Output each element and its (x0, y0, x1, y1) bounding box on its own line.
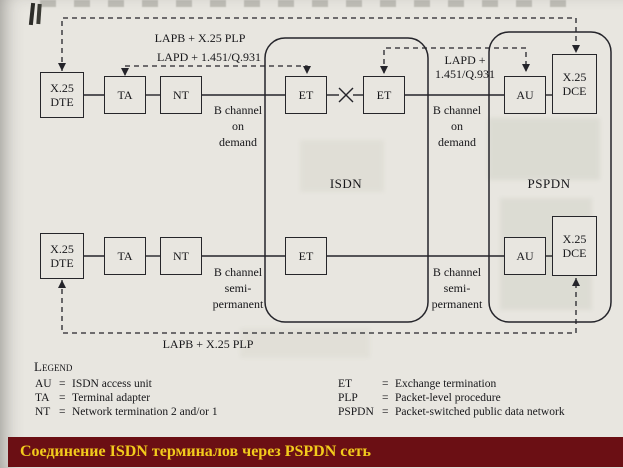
legend-definition: Network termination 2 and/or 1 (72, 406, 218, 418)
box-nt-top: NT (160, 76, 202, 114)
label-b-channel-semi-right: B channel semi- permanent (424, 264, 490, 312)
box-au-top: AU (504, 76, 546, 114)
label-lapd-right: LAPD + 1.451/Q.931 (427, 53, 503, 81)
box-label: DCE (562, 84, 587, 98)
legend-item-pspdn: PSPDN = Packet-switched public data netw… (338, 405, 565, 419)
box-label: AU (516, 87, 534, 102)
b-channel-line: on (232, 119, 244, 133)
label-b-channel-on-demand-right: B channel on demand (424, 102, 490, 150)
box-x25-dce-top: X.25 DCE (552, 54, 597, 114)
b-channel-line: permanent (431, 297, 483, 311)
pspdn-boundary (488, 31, 612, 323)
b-channel-line: semi- (224, 281, 252, 295)
box-ta-top: TA (104, 76, 146, 114)
box-x25-dce-bottom: X.25 DCE (552, 216, 597, 276)
box-label: X.25 (562, 69, 587, 84)
b-channel-line: demand (438, 135, 476, 149)
box-label: X.25 (562, 231, 587, 246)
box-label: DTE (50, 256, 74, 270)
legend-item-nt: NT = Network termination 2 and/or 1 (35, 405, 218, 419)
label-lapd-left: LAPD + 1.451/Q.931 (156, 50, 262, 64)
box-et-top-right: ET (363, 76, 405, 114)
legend-abbr: PLP (338, 392, 358, 404)
legend-equals: = (59, 406, 66, 418)
box-nt-bottom: NT (160, 237, 202, 275)
box-et-bottom: ET (285, 237, 327, 275)
label-lapd-right-line1: LAPD + (444, 53, 486, 67)
legend-definition: Packet-level procedure (395, 392, 501, 404)
legend-abbr: TA (35, 392, 50, 404)
legend-item-au: AU = ISDN access unit (35, 377, 152, 391)
box-au-bottom: AU (504, 237, 546, 275)
legend-item-ta: TA = Terminal adapter (35, 391, 150, 405)
box-label: TA (117, 87, 133, 102)
legend-equals: = (59, 378, 66, 390)
box-label: ET (376, 87, 392, 102)
isdn-boundary (264, 37, 429, 323)
box-label: TA (117, 248, 133, 263)
b-channel-line: B channel (213, 265, 263, 279)
label-lapb-top: LAPB + X.25 PLP (154, 31, 246, 45)
legend-equals: = (382, 378, 389, 390)
box-label: X.25 (50, 80, 74, 95)
legend-item-plp: PLP = Packet-level procedure (338, 391, 501, 405)
legend-definition: Exchange termination (395, 378, 497, 390)
box-label: ET (298, 248, 314, 263)
figure-caption-text: Соединение ISDN терминалов через PSPDN с… (20, 443, 371, 460)
box-x25-dte-top: X.25 DTE (40, 72, 84, 118)
box-label: AU (516, 248, 534, 263)
b-channel-line: permanent (212, 297, 264, 311)
figure-caption: Соединение ISDN терминалов через PSPDN с… (8, 437, 623, 467)
label-b-channel-semi-left: B channel semi- permanent (205, 264, 271, 312)
legend-definition: Terminal adapter (72, 392, 151, 404)
b-channel-line: demand (219, 135, 257, 149)
box-label: DTE (50, 95, 74, 109)
box-et-top-left: ET (285, 76, 327, 114)
label-pspdn: PSPDN (527, 176, 571, 191)
legend-equals: = (382, 406, 389, 418)
label-lapd-right-line2: 1.451/Q.931 (435, 67, 495, 81)
legend-definition: Packet-switched public data network (395, 406, 565, 418)
box-label: X.25 (50, 241, 74, 256)
b-channel-line: semi- (443, 281, 471, 295)
legend-equals: = (59, 392, 66, 404)
label-lapb-bottom: LAPB + X.25 PLP (162, 337, 254, 351)
legend-abbr: NT (35, 406, 51, 418)
box-x25-dte-bottom: X.25 DTE (40, 233, 84, 279)
label-b-channel-on-demand-left: B channel on demand (205, 102, 271, 150)
b-channel-line: B channel (213, 103, 263, 117)
b-channel-line: B channel (432, 265, 482, 279)
box-label: ET (298, 87, 314, 102)
legend-definition: ISDN access unit (72, 378, 152, 390)
solid-connectors (84, 94, 552, 257)
box-label: NT (173, 248, 189, 263)
b-channel-line: on (451, 119, 463, 133)
legend-item-et: ET = Exchange termination (338, 377, 496, 391)
box-label: DCE (562, 246, 587, 260)
b-channel-line: B channel (432, 103, 482, 117)
box-label: NT (173, 87, 189, 102)
legend-abbr: ET (338, 378, 353, 390)
legend-equals: = (382, 392, 389, 404)
label-isdn: ISDN (329, 176, 363, 191)
legend-abbr: AU (35, 378, 52, 390)
box-ta-bottom: TA (104, 237, 146, 275)
circuit-switch-cross (338, 87, 354, 103)
legend-abbr: PSPDN (338, 406, 374, 418)
legend-title: Legend (34, 359, 73, 374)
arrowheads (58, 45, 580, 288)
